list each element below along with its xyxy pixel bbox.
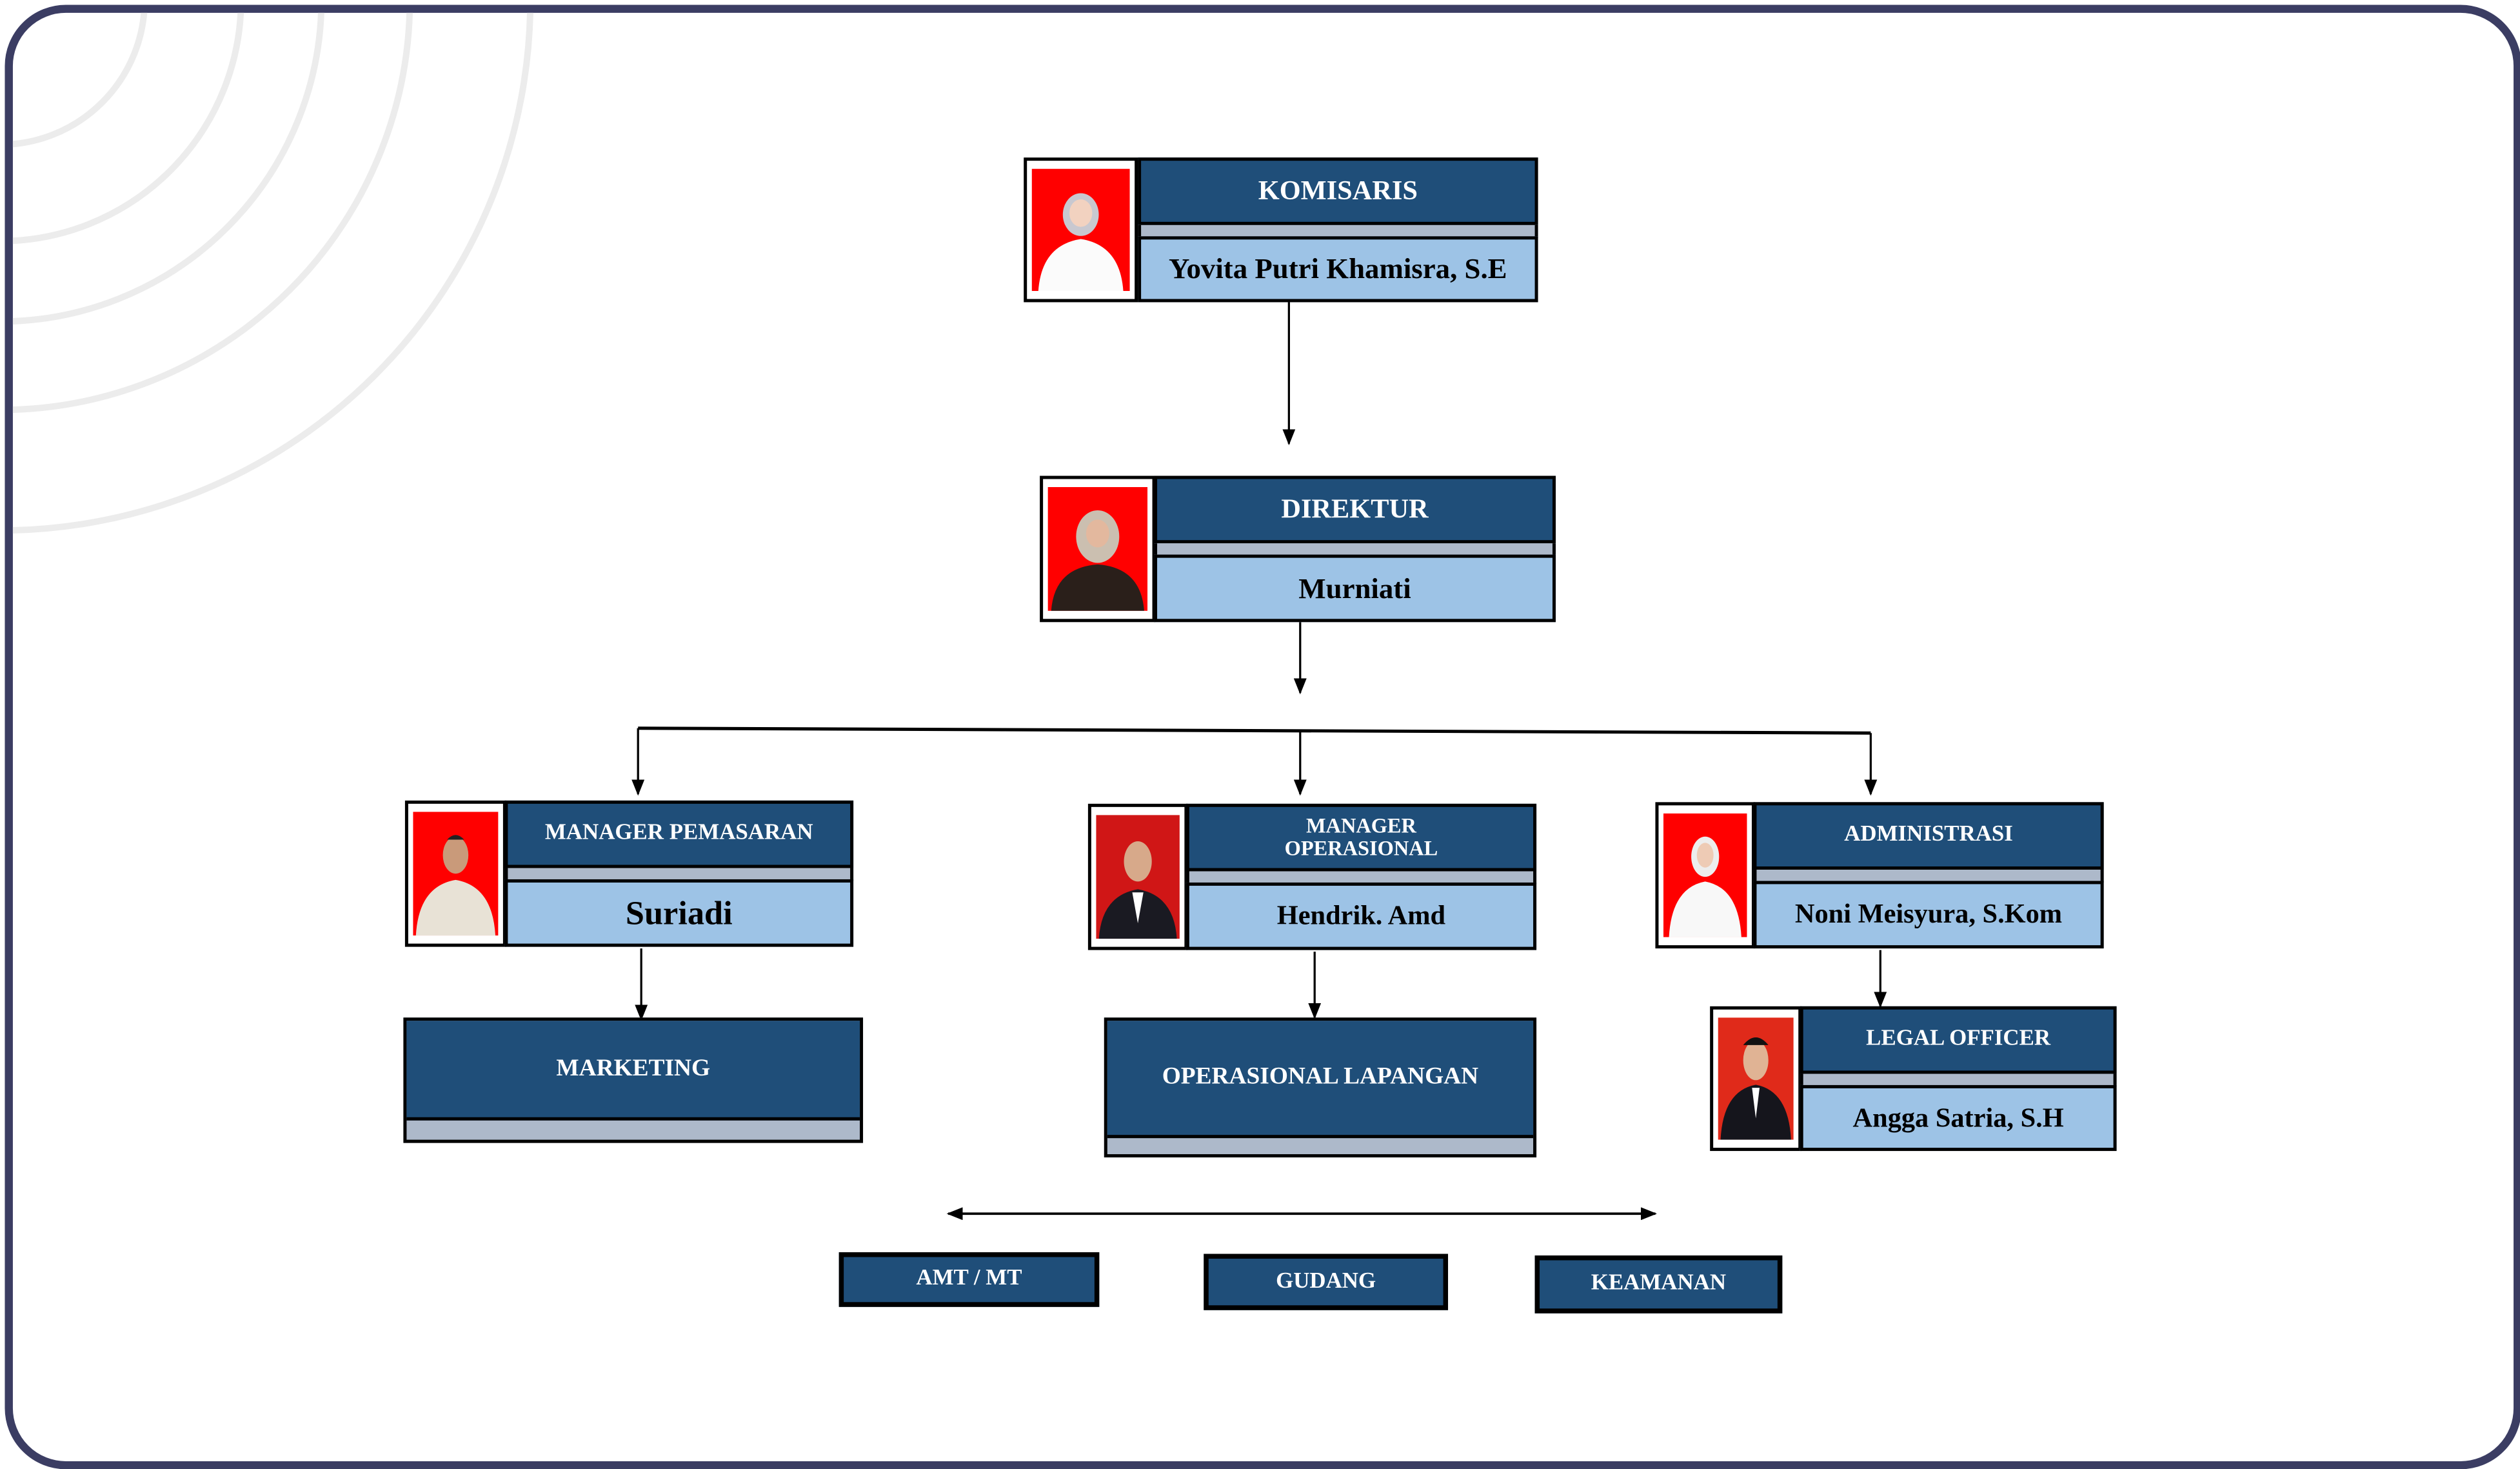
amt-mt-box: AMT / MT: [838, 1252, 1100, 1307]
legal-officer-name: Angga Satria, S.H: [1800, 1084, 2117, 1152]
legal-officer-title: LEGAL OFFICER: [1800, 1006, 2117, 1074]
manager-pemasaran-name: Suriadi: [504, 879, 854, 947]
title-line: MANAGER: [1305, 814, 1416, 839]
legal-officer-photo: [1710, 1006, 1802, 1152]
komisaris-title: KOMISARIS: [1138, 157, 1538, 225]
separator: [504, 868, 854, 881]
gudang-box: GUDANG: [1204, 1254, 1449, 1310]
operasional-lapangan-box: OPERASIONAL LAPANGAN: [1104, 1017, 1537, 1158]
direktur-name: Murniati: [1154, 554, 1556, 623]
separator: [1138, 225, 1538, 238]
manager-pemasaran-title: MANAGER PEMASARAN: [504, 800, 854, 868]
branch-line: [638, 726, 1871, 735]
manager-operasional-title: MANAGER OPERASIONAL: [1186, 803, 1537, 872]
marketing-label: MARKETING: [406, 1021, 860, 1121]
administrasi-title: ADMINISTRASI: [1753, 802, 2104, 870]
separator: [1186, 871, 1537, 884]
direktur-title: DIREKTUR: [1154, 475, 1556, 544]
separator: [1154, 543, 1556, 557]
komisaris-photo: [1024, 157, 1138, 303]
separator: [1753, 870, 2104, 883]
operasional-lapangan-label: OPERASIONAL LAPANGAN: [1107, 1021, 1534, 1139]
manager-pemasaran-photo: [404, 800, 506, 947]
marketing-box: MARKETING: [403, 1017, 864, 1143]
keamanan-box: KEAMANAN: [1534, 1255, 1783, 1314]
manager-operasional-photo: [1087, 803, 1188, 950]
separator: [1800, 1074, 2117, 1087]
title-line: OPERASIONAL: [1284, 835, 1438, 861]
direktur-photo: [1040, 475, 1156, 623]
administrasi-name: Noni Meisyura, S.Kom: [1753, 881, 2104, 949]
administrasi-photo: [1655, 802, 1755, 949]
manager-operasional-name: Hendrik. Amd: [1186, 882, 1537, 950]
komisaris-name: Yovita Putri Khamisra, S.E: [1138, 236, 1538, 303]
